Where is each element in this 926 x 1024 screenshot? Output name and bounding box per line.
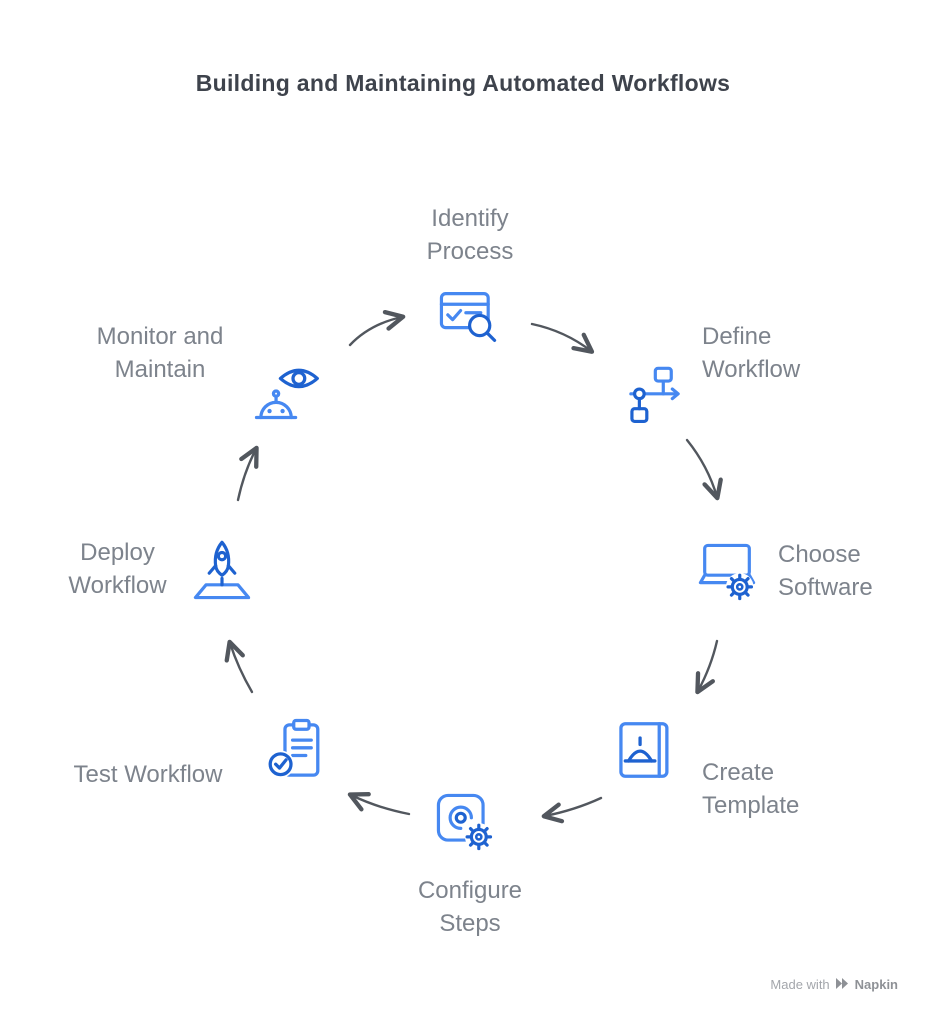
deploy-workflow-icon [188, 537, 256, 605]
arrow-identify-to-define [530, 322, 595, 354]
step-label-monitor-maintain: Monitor and Maintain [96, 323, 224, 384]
arrow-test-to-deploy [224, 639, 254, 694]
step-label-configure-steps: Configure Steps [417, 877, 523, 938]
napkin-logo-icon [835, 977, 849, 992]
step-label-create-template: Create Template [702, 759, 800, 820]
arrow-create-to-configure [541, 796, 603, 824]
made-with-text: Made with [770, 977, 830, 992]
monitor-maintain-icon [250, 360, 326, 436]
napkin-attribution[interactable]: Made with Napkin [770, 977, 898, 992]
page-title: Building and Maintaining Automated Workf… [195, 70, 731, 96]
define-workflow-icon [616, 363, 684, 431]
configure-steps-icon [431, 788, 499, 856]
arrow-choose-to-create [695, 639, 719, 695]
arrow-monitor-to-identify [348, 309, 406, 347]
arrow-define-to-choose [685, 438, 723, 501]
napkin-brand-text: Napkin [854, 977, 898, 992]
choose-software-icon [693, 538, 761, 606]
test-workflow-icon [262, 715, 332, 785]
arrow-configure-to-test [347, 792, 411, 816]
step-label-define-workflow: Define Workflow [702, 323, 801, 384]
create-template-icon [610, 715, 680, 785]
identify-process-icon [434, 283, 502, 351]
step-label-choose-software: Choose Software [778, 541, 873, 602]
step-label-deploy-workflow: Deploy Workflow [68, 539, 167, 600]
step-label-test-workflow: Test Workflow [73, 761, 223, 788]
step-label-identify-process: Identify Process [426, 205, 514, 266]
arrow-deploy-to-monitor [236, 445, 259, 502]
